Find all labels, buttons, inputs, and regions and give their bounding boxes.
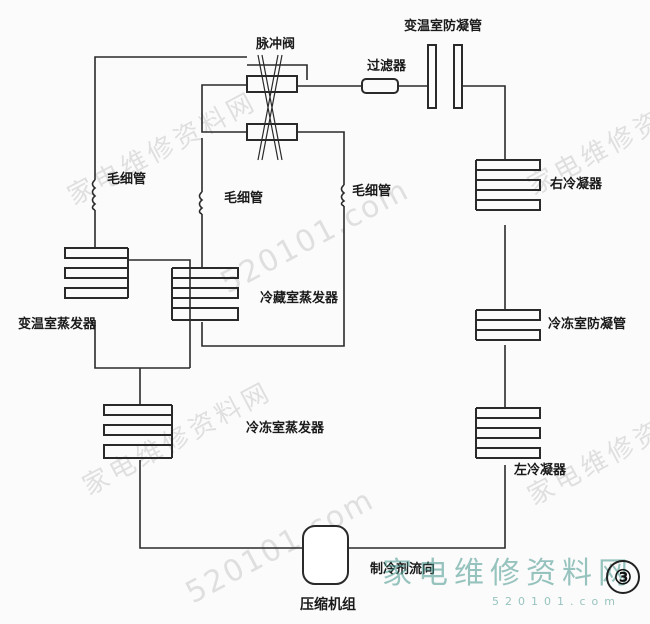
brand-watermark-url: 520101.com (492, 595, 621, 608)
pipe-right-chain (462, 85, 506, 408)
anti-condensation-plate-left (427, 44, 437, 109)
brand-watermark: 家电维修资料网 (382, 556, 634, 591)
freezer-anti-condensation (475, 309, 541, 341)
label-capillary-middle: 毛细管 (224, 191, 264, 206)
label-left-condenser: 左冷凝器 (514, 463, 567, 478)
label-pressure-pipe: 制冷剂流向 (370, 562, 436, 577)
capillary-coil-right (340, 184, 346, 207)
label-freezer-anti-condensation: 冷冻室防凝管 (548, 317, 627, 332)
label-variable-room-evaporator: 变温室蒸发器 (18, 317, 97, 332)
pipe-freezer-bottom (139, 460, 303, 549)
label-capillary-left: 毛细管 (107, 172, 147, 187)
left-condenser (475, 407, 541, 459)
pipe-var-evap-right (128, 259, 191, 368)
pipe-left-outer (94, 56, 308, 248)
capillary-coil-middle (198, 191, 204, 215)
expansion-valve-coil (257, 54, 283, 161)
freezer-evaporator (103, 404, 173, 459)
expansion-valve-upper (246, 75, 298, 93)
label-compressor: 压缩机组 (300, 597, 356, 613)
pipe-right-cap-top (297, 131, 345, 185)
label-capillary-right: 毛细管 (352, 184, 392, 199)
anti-condensation-plate-right (453, 44, 463, 109)
refrigerating-evaporator (171, 267, 239, 321)
capillary-coil-left (91, 179, 97, 211)
figure-number: ③ (606, 560, 640, 594)
label-right-condenser: 右冷凝器 (550, 177, 603, 192)
pipe-inner-top (201, 84, 247, 133)
filter-body (361, 78, 399, 94)
compressor-body (302, 525, 349, 585)
label-filter: 过滤器 (367, 59, 407, 74)
variable-room-evaporator (64, 247, 129, 299)
right-condenser (475, 159, 541, 211)
label-expansion-valve: 脉冲阀 (256, 37, 296, 52)
pipe-middle-bottom (201, 206, 345, 347)
expansion-valve-lower (246, 123, 298, 141)
pipe-compressor-out (348, 465, 506, 549)
label-variable-room-anti-condensation: 变温室防凝管 (404, 19, 483, 34)
pipe-left-bottom (94, 320, 190, 369)
label-freezer-evaporator: 冷冻室蒸发器 (246, 421, 325, 436)
label-refrigerating-evaporator: 冷藏室蒸发器 (260, 291, 339, 306)
